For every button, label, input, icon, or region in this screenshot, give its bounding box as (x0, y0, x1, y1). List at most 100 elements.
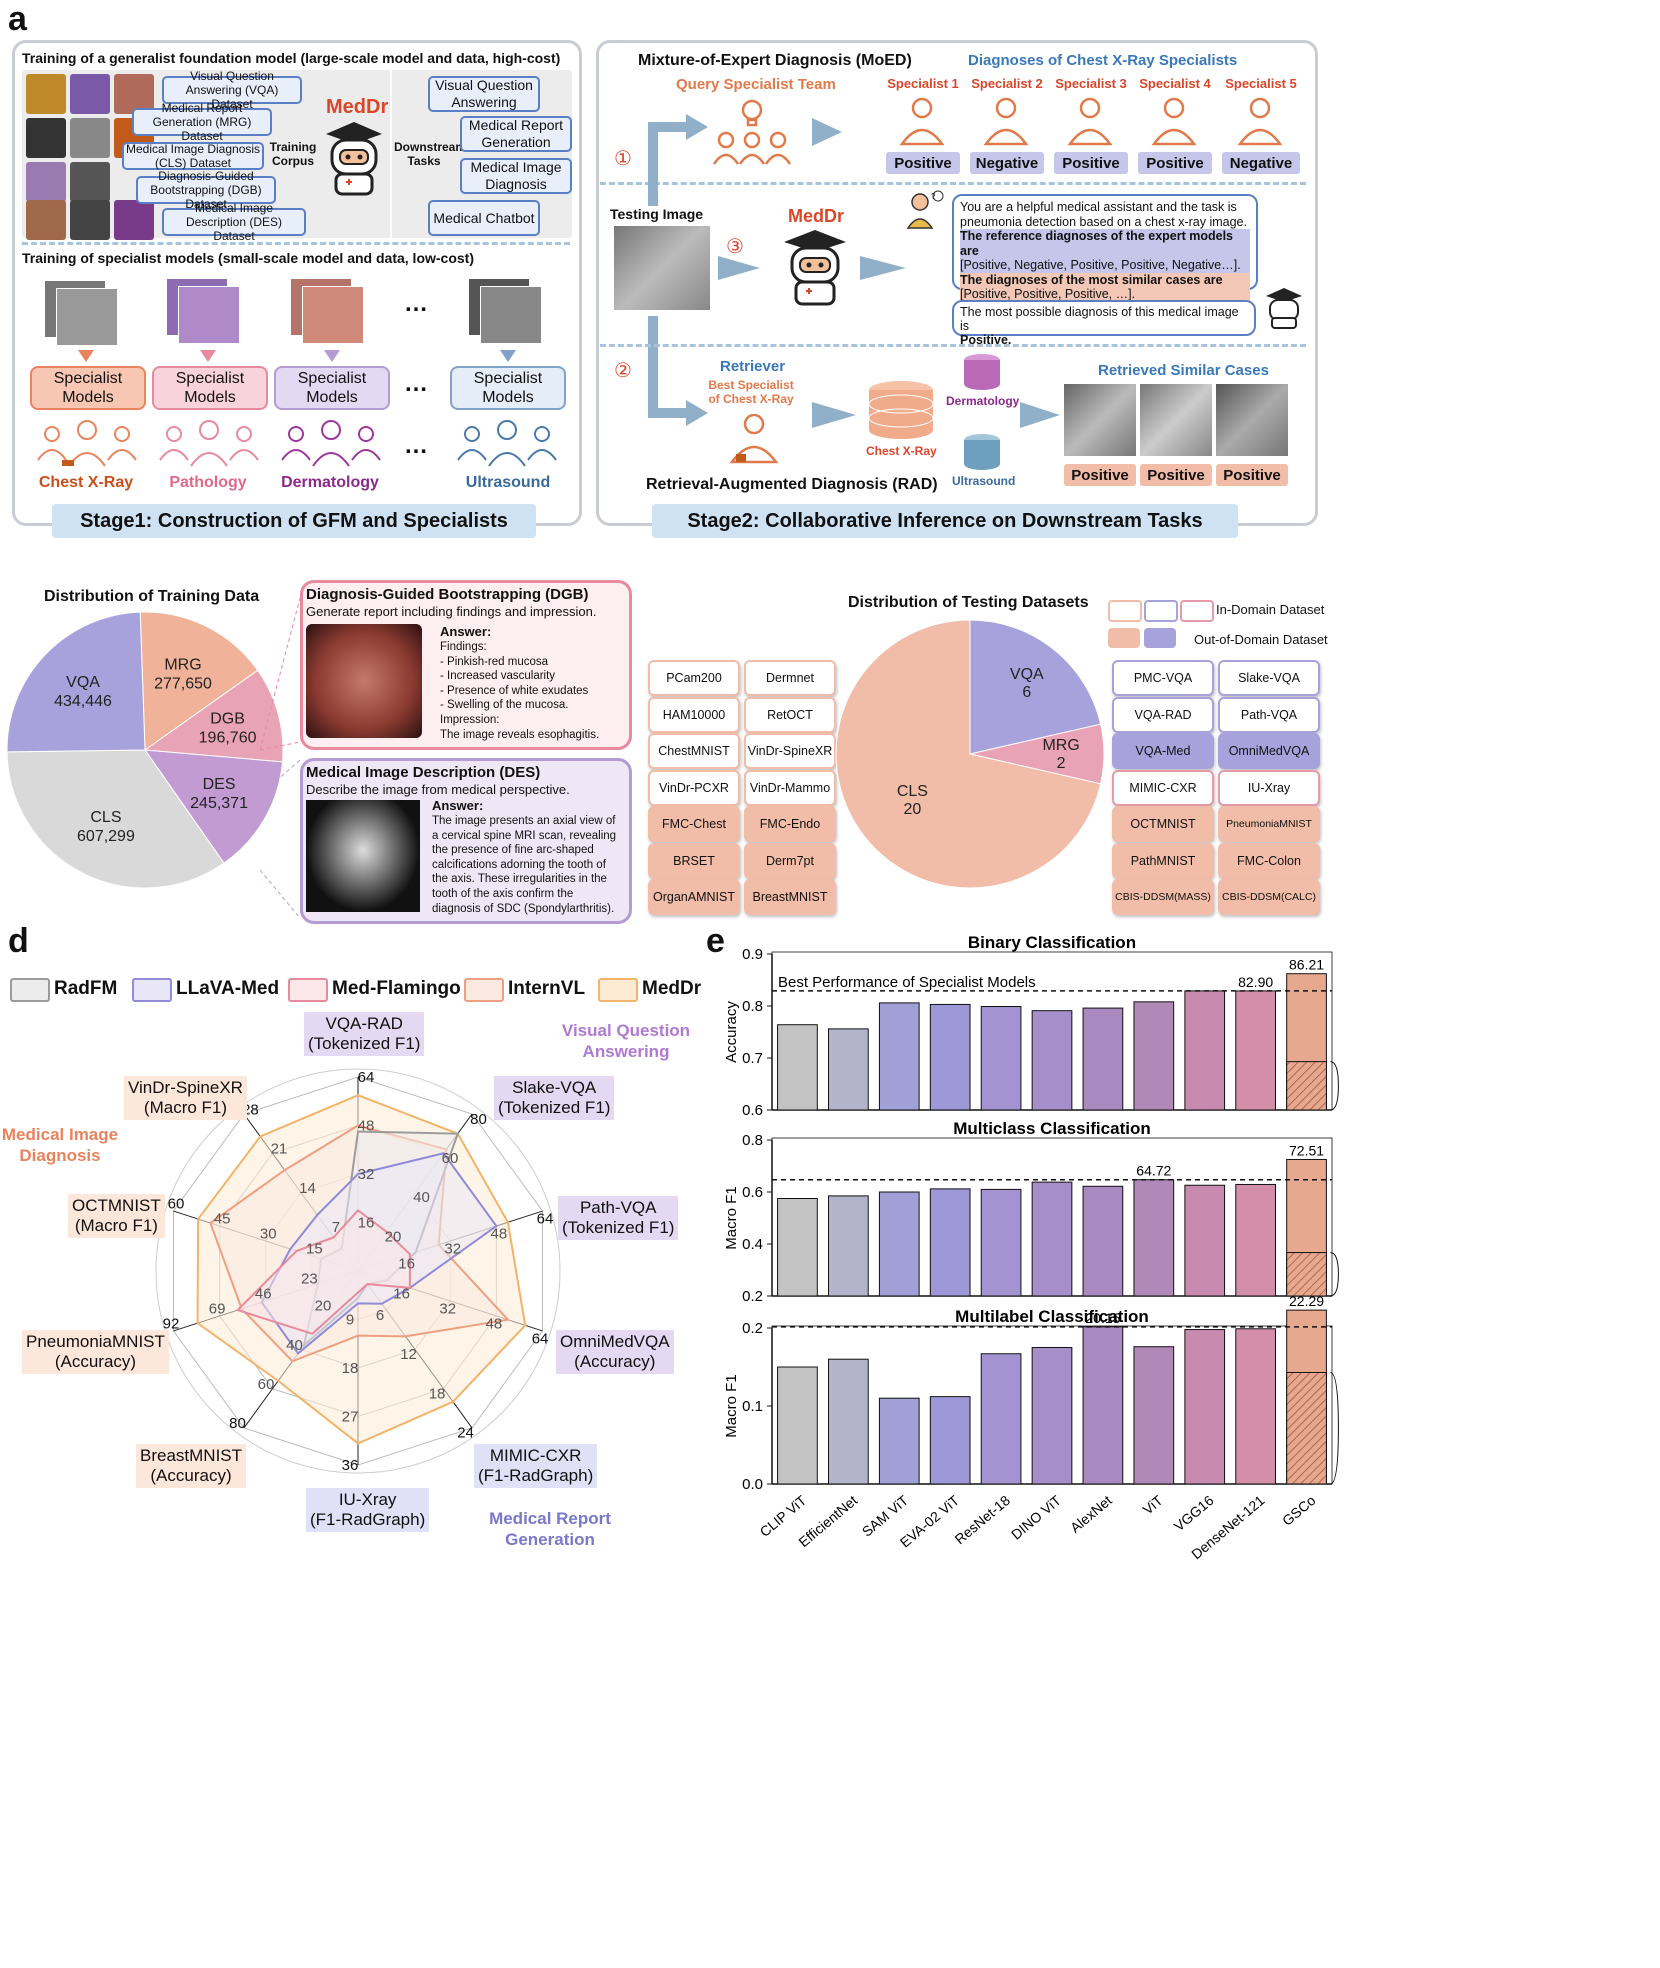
thumb-image (26, 162, 66, 202)
bar (1184, 990, 1226, 1111)
bar (878, 1191, 920, 1297)
y-tick-label: 0.4 (742, 1236, 763, 1253)
legend-label: MedDr (642, 978, 702, 999)
radar-tick-label: 64 (537, 1211, 554, 1228)
stack-image (480, 286, 542, 344)
axis-metric: (Macro F1) (143, 1098, 228, 1117)
db-chest-label: Chest X-Ray (866, 444, 937, 458)
meddr-small-icon (1266, 288, 1302, 329)
value-label: 82.90 (1238, 974, 1273, 990)
axis-metric: (Tokenized F1) (308, 1034, 421, 1053)
dgb-answer: Findings: - Pinkish-red mucosa - Increas… (440, 640, 599, 742)
bar (1133, 1346, 1175, 1485)
y-axis-label: Macro F1 (723, 1374, 740, 1437)
radar-axis-label: IU-Xray(F1-RadGraph) (306, 1488, 430, 1532)
bar (1082, 1185, 1124, 1297)
pie-label: DES (203, 776, 236, 793)
radar-outer-ring (155, 1068, 561, 1474)
best-label: Best Performance of Specialist Models (778, 974, 1036, 991)
db-derm-label: Dermatology (946, 394, 1020, 408)
best-specialist-label: Best Specialist of Chest X-Ray (708, 378, 794, 406)
best-specialist-icon (729, 414, 779, 464)
dashed-divider (600, 344, 1306, 347)
bar (1133, 1179, 1175, 1297)
bar (1031, 1181, 1073, 1297)
dgb-line: - Increased vascularity (440, 670, 556, 683)
callout-connectors (260, 597, 301, 919)
retrieved-image (1216, 384, 1288, 456)
dataset-chip: VinDr-Mammo (744, 769, 836, 806)
thumb-image (70, 118, 110, 158)
legend-swatch (1108, 600, 1142, 622)
radar-tick-label: 69 (209, 1300, 226, 1317)
dataset-chip: RetOCT (744, 696, 836, 733)
bar (828, 1028, 869, 1111)
thumb-image (26, 74, 66, 114)
radar-tick-label: 14 (299, 1180, 316, 1197)
specialist-box-pathology: Specialist Models (152, 366, 268, 410)
radar-series-med-flamingo (235, 1209, 411, 1335)
bar (1184, 1184, 1226, 1297)
radar-tick-label: 40 (413, 1189, 430, 1206)
des-line: The image presents an axial view of (432, 815, 616, 827)
x-tick-label: DINO ViT (1008, 1492, 1064, 1543)
thumb-image (26, 118, 66, 158)
doctor-team-icon (457, 420, 557, 467)
pie-value: 434,446 (54, 693, 112, 710)
radar-tick-label: 60 (168, 1195, 185, 1212)
axis-metric: (F1-RadGraph) (310, 1510, 426, 1529)
testing-dist-title: Distribution of Testing Datasets (848, 594, 1089, 611)
prompt-sim-b: [Positive, Positive, Positive, …]. (960, 287, 1250, 302)
database-derm-icon (964, 354, 1000, 390)
pie-value: 277,650 (154, 675, 212, 692)
arrow-right-icon (718, 256, 760, 280)
group-mrg-label: Medical Report Generation (489, 1509, 611, 1549)
dataset-chip: FMC-Colon (1218, 842, 1320, 879)
x-tick-label: GSCo (1279, 1492, 1319, 1529)
y-tick-label: 0.9 (742, 946, 763, 963)
value-label: 20.15 (1085, 1310, 1120, 1326)
dgb-answer-label: Answer: (440, 624, 492, 639)
retrieved-result: Positive (1140, 464, 1212, 486)
axis-name: IU-Xray (338, 1490, 397, 1509)
specialist-result: Negative (1222, 152, 1300, 174)
meddr-title: MedDr (326, 96, 389, 118)
bar-charts: Binary Classification0.60.70.80.9Accurac… (723, 933, 1339, 1560)
dataset-chip: OmniMedVQA (1218, 733, 1320, 769)
radar-axis-label: VinDr-SpineXR(Macro F1) (124, 1076, 247, 1120)
radar-axis-label: PneumoniaMNIST(Accuracy) (22, 1330, 169, 1374)
specialist-box-ultrasound: Specialist Models (450, 366, 566, 410)
thumb-image (70, 74, 110, 114)
legend-swatch (288, 978, 328, 1002)
bar (1184, 1329, 1226, 1485)
dataset-chip: BRSET (648, 842, 740, 879)
meddr-bar-segment (1286, 1371, 1327, 1485)
prompt-ref-b: [Positive, Negative, Positive, Positive,… (960, 258, 1250, 273)
radar-tick-label: 92 (163, 1315, 180, 1332)
stack-image (178, 286, 240, 344)
radar-tick-label: 7 (332, 1219, 340, 1236)
axis-name: VinDr-SpineXR (128, 1078, 243, 1097)
axis-metric: (F1-RadGraph) (478, 1466, 594, 1485)
legend-swatch (464, 978, 504, 1002)
y-tick-label: 0.8 (742, 1132, 763, 1149)
domain-ultrasound: Ultrasound (465, 474, 551, 491)
bar (878, 1397, 920, 1485)
pie-label: CLS (90, 809, 121, 826)
y-tick-label: 0.2 (742, 1320, 763, 1337)
dataset-chip: ChestMNIST (648, 733, 740, 769)
radar-tick-label: 30 (260, 1225, 277, 1242)
retriever-label: Retriever (720, 358, 786, 375)
axis-metric: (Macro F1) (74, 1216, 158, 1235)
dgb-line: - Swelling of the mucosa. (440, 699, 569, 712)
dataset-chip: FMC-Chest (648, 806, 740, 842)
answer-a: The most possible diagnosis of this medi… (960, 305, 1239, 333)
value-label: 72.51 (1289, 1142, 1324, 1158)
retrieved-image (1064, 384, 1136, 456)
dataset-chip: VinDr-SpineXR (744, 733, 836, 769)
radar-tick-label: 9 (346, 1312, 354, 1329)
radar-tick-label: 32 (439, 1301, 456, 1318)
legend-out-domain: Out-of-Domain Dataset (1194, 632, 1328, 647)
ellipsis: … (404, 370, 428, 397)
